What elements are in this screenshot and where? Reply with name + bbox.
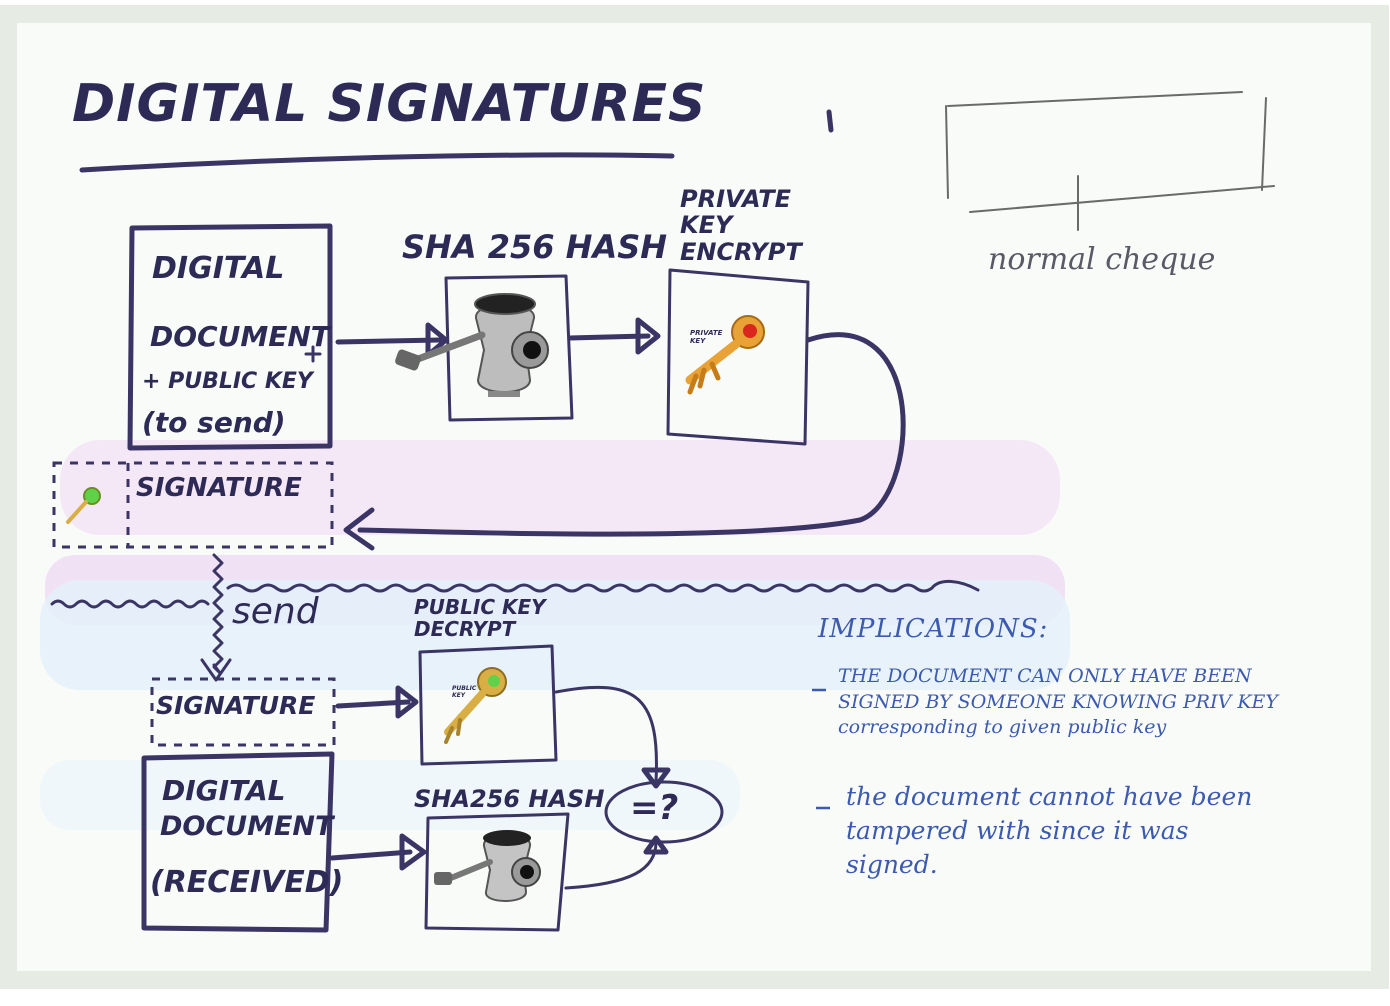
arrow-hash-to-encrypt — [567, 333, 651, 341]
received-signature-box — [150, 677, 336, 747]
decrypt-label: PUBLIC KEY DECRYPT — [414, 595, 546, 641]
arrow-encrypt-to-signature — [357, 332, 906, 537]
document-box — [127, 223, 333, 451]
compare-oval — [604, 780, 724, 844]
signature-label: SIGNATURE — [136, 473, 302, 503]
send-arrow — [212, 553, 224, 675]
private-key-tag: PRIVATE KEY — [690, 329, 723, 345]
document-box-line-4: (to send) — [142, 406, 286, 439]
implications-heading: IMPLICATIONS: — [818, 614, 1049, 644]
arrow-doc-to-hash-2 — [329, 849, 413, 861]
received-document-line-1: DIGITAL — [162, 774, 286, 807]
arrowhead — [395, 685, 419, 719]
arrowhead — [399, 833, 427, 871]
hash-label: SHA 256 HASH — [402, 228, 668, 266]
arrow-doc-to-hash — [335, 337, 443, 345]
received-document-box — [141, 751, 335, 933]
blue-band — [40, 580, 1070, 690]
signature-box — [52, 461, 334, 549]
document-box-line-3: + PUBLIC KEY — [142, 369, 313, 394]
arrowhead — [425, 322, 449, 358]
cursor-cross — [304, 345, 322, 363]
encrypt-label: PRIVATE KEY ENCRYPT — [680, 185, 802, 266]
received-signature-label: SIGNATURE — [156, 691, 316, 720]
public-key-tag: PUBLIC KEY — [452, 685, 477, 699]
page-title: DIGITAL SIGNATURES — [72, 74, 707, 134]
received-document-line-3: (RECEIVED) — [150, 865, 344, 900]
stray-mark — [826, 109, 834, 133]
decrypt-box — [418, 644, 558, 766]
public-key-icon — [444, 667, 507, 744]
arrowhead — [641, 767, 671, 789]
cheque-sketch — [945, 91, 1275, 231]
implication-2: the document cannot have been tampered w… — [846, 782, 1253, 879]
compare-symbol: =? — [630, 788, 679, 828]
meat-grinder-icon — [395, 293, 549, 397]
hash-box — [444, 274, 574, 422]
wavy-separator — [50, 580, 980, 609]
title-underline — [79, 152, 675, 173]
implication-1: THE DOCUMENT CAN ONLY HAVE BEEN SIGNED B… — [838, 665, 1278, 739]
private-key-icon — [685, 315, 765, 395]
arrow-decrypt-to-compare — [554, 685, 658, 784]
document-box-line-1: DIGITAL — [152, 251, 285, 286]
hash-box-2 — [424, 812, 570, 932]
arrowhead — [343, 507, 375, 551]
received-document-line-2: DOCUMENT — [160, 811, 334, 842]
send-label: send — [232, 591, 319, 632]
small-public-key-icon — [66, 487, 101, 524]
encrypt-box — [666, 268, 810, 446]
cheque-caption: normal cheque — [988, 242, 1216, 277]
meat-grinder-icon-2 — [434, 830, 541, 902]
document-box-line-2: DOCUMENT — [150, 320, 330, 353]
hash-label-2: SHA256 HASH — [414, 785, 605, 813]
blue-band-2 — [40, 760, 740, 830]
arrowhead — [635, 317, 661, 355]
arrowhead — [643, 835, 669, 855]
